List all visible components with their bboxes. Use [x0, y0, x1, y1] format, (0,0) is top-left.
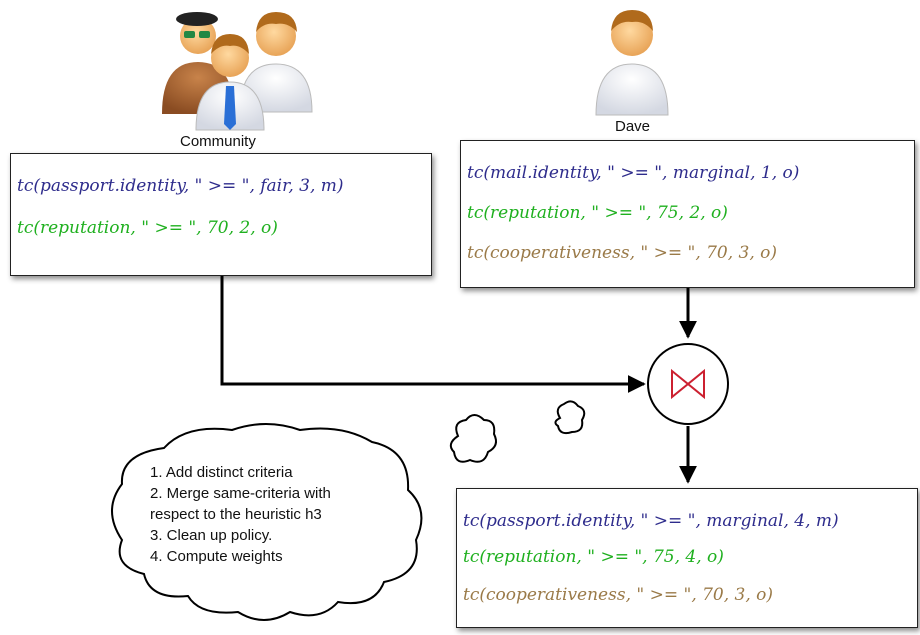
result-reputation-criterion: tc(reputation, " >= ", 75, 4, o): [463, 547, 724, 567]
thought-step-1: 1. Add distinct criteria: [150, 464, 293, 481]
dave-label: Dave: [615, 118, 651, 135]
thought-step-4: 4. Compute weights: [150, 548, 283, 565]
thought-step-2: 2. Merge same-criteria with: [150, 485, 331, 502]
community-label: Community: [180, 133, 256, 150]
join-node: [647, 343, 729, 425]
medium-thought-bubble: [449, 414, 497, 463]
dave-cooperativeness-criterion: tc(cooperativeness, " >= ", 70, 3, o): [467, 243, 778, 263]
result-cooperativeness-criterion: tc(cooperativeness, " >= ", 70, 3, o): [463, 585, 774, 605]
bowtie-join-icon: [671, 368, 705, 400]
thought-cloud: [111, 423, 423, 621]
dave-policy-box: tc(mail.identity, " >= ", marginal, 1, o…: [460, 140, 915, 288]
thought-step-2-continued: respect to the heuristic h3: [150, 506, 322, 523]
community-to-join-connector: [220, 276, 646, 393]
dave-identity-criterion: tc(mail.identity, " >= ", marginal, 1, o…: [467, 163, 800, 183]
result-identity-criterion: tc(passport.identity, " >= ", marginal, …: [463, 511, 839, 531]
community-people-icon: [162, 12, 313, 131]
community-reputation-criterion: tc(reputation, " >= ", 70, 2, o): [17, 218, 278, 238]
result-policy-box: tc(passport.identity, " >= ", marginal, …: [456, 488, 918, 628]
community-policy-box: tc(passport.identity, " >= ", fair, 3, m…: [10, 153, 432, 276]
small-thought-bubble: [554, 400, 586, 435]
dave-person-icon: [595, 10, 669, 116]
community-identity-criterion: tc(passport.identity, " >= ", fair, 3, m…: [17, 176, 344, 196]
thought-step-3: 3. Clean up policy.: [150, 527, 273, 544]
dave-reputation-criterion: tc(reputation, " >= ", 75, 2, o): [467, 203, 728, 223]
